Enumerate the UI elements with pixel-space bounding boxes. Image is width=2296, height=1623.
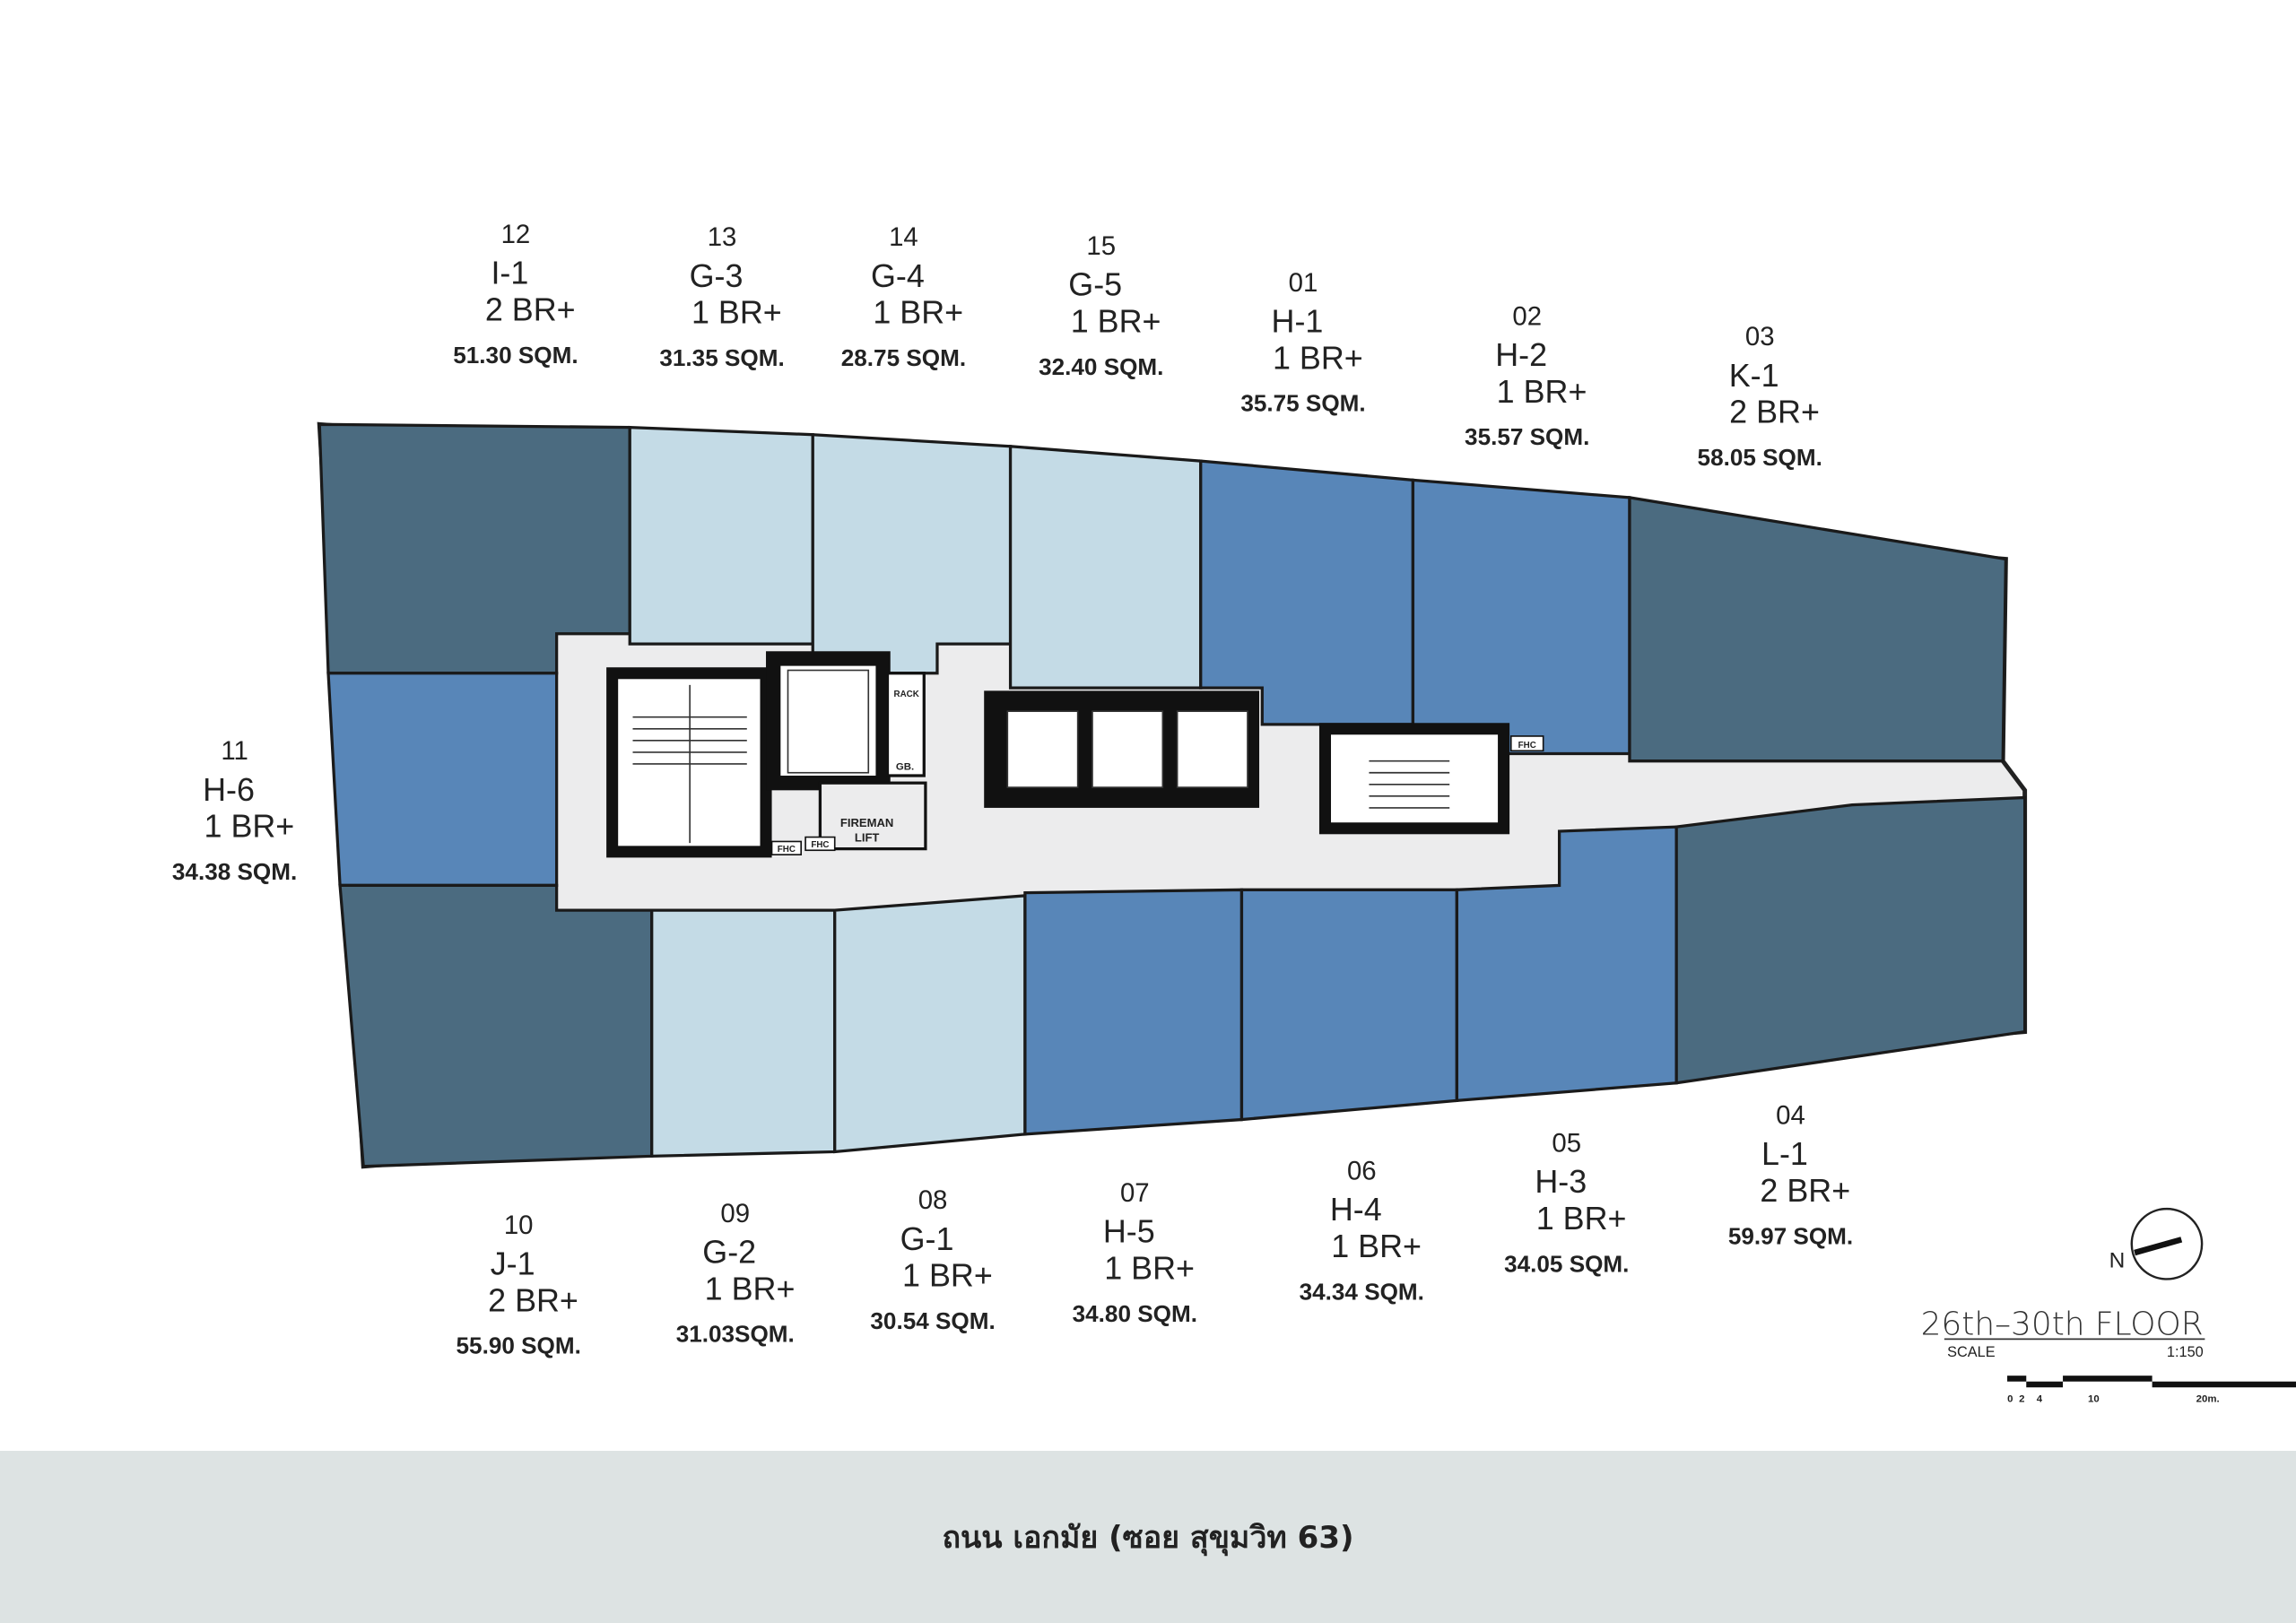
unit-type-label: 1 BR+ bbox=[204, 809, 295, 845]
unit-no-label: 07 bbox=[1120, 1178, 1150, 1208]
fhc-label-2: FHC bbox=[811, 840, 829, 850]
unit-type-label: 1 BR+ bbox=[873, 295, 963, 331]
unit-no-label: 11 bbox=[221, 736, 248, 766]
scale-tick-label: 10 bbox=[2088, 1394, 2100, 1405]
unit-type-label: 1 BR+ bbox=[1331, 1228, 1422, 1264]
unit-code-label: G-3 bbox=[690, 258, 744, 294]
unit-area-label: 34.05 SQM. bbox=[1504, 1250, 1629, 1277]
unit-type-label: 1 BR+ bbox=[1536, 1201, 1627, 1237]
unit-code-label: H-2 bbox=[1495, 337, 1547, 373]
unit-no-label: 06 bbox=[1347, 1156, 1377, 1185]
passenger-lifts bbox=[984, 690, 1260, 808]
unit-03-area[interactable] bbox=[1628, 495, 2008, 763]
unit-15-area[interactable] bbox=[1008, 445, 1203, 690]
unit-type-label: 1 BR+ bbox=[902, 1258, 993, 1294]
unit-area-label: 34.38 SQM. bbox=[172, 858, 297, 885]
fhc-label: FHC bbox=[778, 845, 796, 855]
unit-code-label: L-1 bbox=[1761, 1136, 1808, 1172]
unit-area-label: 28.75 SQM. bbox=[841, 344, 966, 371]
unit-code-label: G-4 bbox=[871, 258, 925, 294]
unit-type-label: 2 BR+ bbox=[1760, 1173, 1850, 1209]
unit-area-label: 31.03SQM. bbox=[676, 1321, 795, 1348]
unit-area-label: 58.05 SQM. bbox=[1698, 444, 1822, 471]
scale-tick-label: 0 bbox=[2007, 1394, 2013, 1405]
unit-type-label: 2 BR+ bbox=[485, 291, 576, 327]
unit-10-area[interactable] bbox=[338, 883, 654, 1168]
unit-code-label: H-6 bbox=[203, 772, 255, 808]
unit-no-label: 04 bbox=[1776, 1100, 1805, 1130]
unit-type-label: 1 BR+ bbox=[1273, 340, 1363, 376]
fireman-lift-core: FIREMAN LIFT FHC FHC RACK GB. bbox=[766, 651, 927, 855]
unit-area-label: 31.35 SQM. bbox=[659, 344, 784, 371]
unit-07-area[interactable] bbox=[1023, 888, 1244, 1136]
fhc-label-3: FHC bbox=[1518, 741, 1536, 751]
unit-code-label: G-2 bbox=[702, 1235, 756, 1271]
scale-tick-label: 2 bbox=[2019, 1394, 2024, 1405]
scale-tick-label: 20m. bbox=[2196, 1394, 2220, 1405]
unit-01-area[interactable] bbox=[1199, 459, 1415, 726]
unit-13-area[interactable] bbox=[628, 425, 814, 646]
unit-no-label: 03 bbox=[1745, 322, 1775, 352]
rack-label: RACK bbox=[894, 690, 919, 699]
north-label: N bbox=[2109, 1248, 2126, 1272]
unit-no-label: 14 bbox=[889, 222, 918, 252]
unit-no-label: 10 bbox=[504, 1211, 534, 1240]
unit-no-label: 09 bbox=[720, 1199, 750, 1228]
unit-area-label: 55.90 SQM. bbox=[457, 1332, 581, 1359]
scale-ratio: 1:150 bbox=[2167, 1344, 2204, 1360]
unit-code-label: G-5 bbox=[1068, 267, 1122, 303]
unit-14-area[interactable] bbox=[811, 433, 1013, 675]
unit-04-area[interactable] bbox=[1674, 795, 2027, 1085]
unit-type-label: 1 BR+ bbox=[705, 1271, 796, 1306]
north-arrow-icon: N bbox=[2109, 1207, 2204, 1280]
unit-no-label: 02 bbox=[1512, 301, 1542, 331]
unit-area-label: 32.40 SQM. bbox=[1039, 353, 1163, 380]
unit-type-label: 1 BR+ bbox=[691, 295, 782, 331]
unit-no-label: 12 bbox=[501, 220, 531, 249]
unit-type-label: 1 BR+ bbox=[1104, 1250, 1195, 1286]
unit-08-area[interactable] bbox=[833, 894, 1027, 1154]
unit-type-label: 1 BR+ bbox=[1497, 374, 1587, 410]
unit-no-label: 15 bbox=[1086, 231, 1116, 261]
unit-no-label: 01 bbox=[1289, 268, 1318, 298]
unit-09-area[interactable] bbox=[650, 908, 837, 1159]
stair-core-east: FHC bbox=[1318, 723, 1544, 835]
gb-label: GB. bbox=[896, 761, 914, 772]
fireman-lift-label-2: LIFT bbox=[855, 830, 880, 844]
unit-code-label: H-4 bbox=[1330, 1192, 1382, 1228]
unit-code-label: G-1 bbox=[900, 1221, 954, 1257]
road-banner: ถนน เอกมัย (ซอย สุขุมวิท 63) bbox=[0, 1451, 2296, 1623]
scale-label: SCALE bbox=[1947, 1344, 1996, 1360]
scale-tick-label: 4 bbox=[2037, 1394, 2043, 1405]
unit-code-label: I-1 bbox=[491, 256, 528, 291]
unit-area-label: 30.54 SQM. bbox=[870, 1307, 995, 1334]
unit-code-label: H-3 bbox=[1535, 1164, 1587, 1200]
scale-bar bbox=[2007, 1376, 2296, 1388]
fireman-lift-label: FIREMAN bbox=[840, 816, 893, 829]
unit-type-label: 1 BR+ bbox=[1071, 303, 1161, 339]
unit-area-label: 35.57 SQM. bbox=[1465, 423, 1589, 450]
unit-no-label: 08 bbox=[918, 1185, 948, 1215]
unit-code-label: H-5 bbox=[1103, 1214, 1155, 1250]
unit-code-label: J-1 bbox=[491, 1246, 535, 1282]
unit-area-label: 34.80 SQM. bbox=[1073, 1300, 1197, 1327]
unit-area-label: 35.75 SQM. bbox=[1240, 390, 1365, 417]
unit-02-area[interactable] bbox=[1411, 478, 1631, 756]
unit-no-label: 05 bbox=[1552, 1128, 1581, 1158]
stair-core-west bbox=[606, 667, 772, 858]
unit-area-label: 51.30 SQM. bbox=[453, 342, 578, 369]
unit-type-label: 2 BR+ bbox=[488, 1282, 578, 1318]
unit-type-label: 2 BR+ bbox=[1729, 395, 1820, 430]
floor-title: 26th–30th FLOOR bbox=[1921, 1306, 2204, 1342]
unit-area-label: 34.34 SQM. bbox=[1300, 1278, 1424, 1305]
unit-11-area[interactable] bbox=[326, 672, 559, 888]
road-name: ถนน เอกมัย (ซอย สุขุมวิท 63) bbox=[942, 1520, 1354, 1556]
unit-06-area[interactable] bbox=[1239, 888, 1459, 1122]
unit-no-label: 13 bbox=[708, 222, 737, 252]
unit-code-label: H-1 bbox=[1272, 303, 1324, 339]
unit-code-label: K-1 bbox=[1729, 358, 1779, 394]
unit-area-label: 59.97 SQM. bbox=[1728, 1222, 1853, 1249]
